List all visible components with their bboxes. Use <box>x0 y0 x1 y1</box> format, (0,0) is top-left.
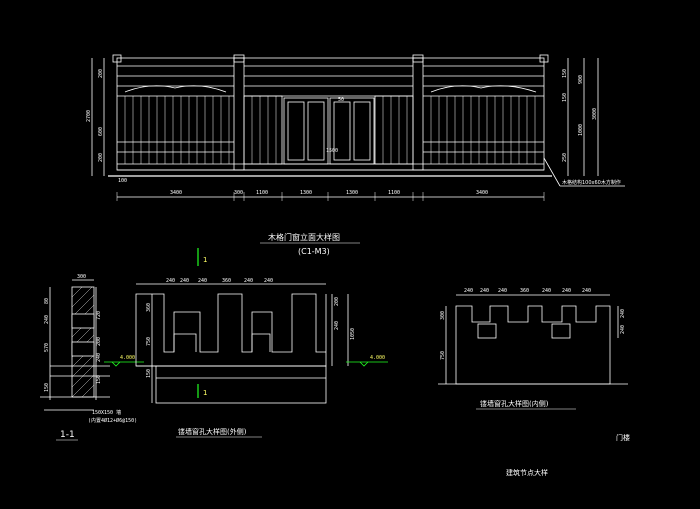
inner-right-2: 240 <box>620 325 626 334</box>
outer-wall-view <box>135 283 349 404</box>
inner-right-1: 240 <box>620 309 626 318</box>
dim-right-5: 250 <box>562 153 568 162</box>
dim-right-3: 150 <box>562 93 568 102</box>
inner-top-2: 240 <box>480 288 489 294</box>
left-arch-rail <box>124 85 227 93</box>
right-arch-rail <box>430 85 537 93</box>
dim-top-4: 1300 <box>300 190 312 196</box>
section-label: 1-1 <box>60 430 75 440</box>
leader-note: 木格结构100x60木方制作 <box>562 179 621 186</box>
cut-mark-top: 1 <box>203 256 207 264</box>
section-dim-mid-1: 720 <box>96 311 102 320</box>
level-mark-left: 4.000 <box>104 355 144 367</box>
level-mark-right: 4.000 <box>346 355 388 367</box>
side-lite-left <box>243 95 283 165</box>
elevation-dims-text: 3400 300 1100 1300 1300 1100 3400 200 27… <box>86 69 621 256</box>
outer-left-3: 150 <box>146 369 152 378</box>
dim-right-2: 900 <box>578 75 584 84</box>
leader-line <box>543 157 561 187</box>
level-value-left: 4.000 <box>120 355 135 361</box>
outer-top-4: 360 <box>222 278 231 284</box>
cut-mark-bottom: 1 <box>203 389 207 397</box>
inner-wall-view <box>438 294 628 385</box>
door-leaf-left <box>283 97 329 165</box>
dim-left-1: 200 <box>98 69 104 78</box>
dim-top-5: 1300 <box>346 190 358 196</box>
inner-top-1: 240 <box>464 288 473 294</box>
right-panel-slats <box>430 96 536 164</box>
door-gap: 50 <box>338 97 344 103</box>
outer-top-6: 240 <box>264 278 273 284</box>
dim-top-6: 1100 <box>388 190 400 196</box>
door-mark: 1500 <box>326 148 338 154</box>
outer-right-1: 200 <box>334 297 340 306</box>
dim-left-2: 2700 <box>86 110 92 122</box>
outer-wall-profile <box>135 293 327 367</box>
outer-footing <box>155 365 327 404</box>
rebar-note-1: 150X150 墙 <box>92 409 121 416</box>
dim-right-6: 3000 <box>592 108 598 120</box>
outer-left-1: 360 <box>146 303 152 312</box>
dim-top-1: 3400 <box>170 190 182 196</box>
section-dim-left-2: 240 <box>44 315 50 324</box>
outer-title: 镂墙窗孔大样图(外侧) <box>178 427 247 436</box>
elevation-title: 木格门窗立面大样图 <box>268 232 340 242</box>
section-dim-left-1: 80 <box>44 298 50 304</box>
outer-right-2: 240 <box>334 321 340 330</box>
side-lite-right <box>374 95 414 165</box>
section-dim-left-3: 570 <box>44 343 50 352</box>
sheet-title: 建筑节点大样 <box>506 468 548 477</box>
rebar-note-2: (内置4Ø12+Ø6@150) <box>88 417 137 424</box>
dim-left-4: 200 <box>98 153 104 162</box>
dim-left-5: 100 <box>118 178 127 184</box>
left-panel-slats <box>124 96 230 164</box>
corner-note: 门楼 <box>616 433 630 442</box>
section-dim-mid-2: 200 <box>96 337 102 346</box>
outer-top-3: 240 <box>198 278 207 284</box>
dim-top-2: 300 <box>234 190 243 196</box>
column-left <box>233 57 245 171</box>
elevation-code: (C1-M3) <box>298 247 330 256</box>
outer-top-1: 240 <box>166 278 175 284</box>
dim-left-3: 600 <box>98 127 104 136</box>
door-leaf-right <box>329 97 375 165</box>
inner-top-3: 240 <box>498 288 507 294</box>
outer-top-2: 240 <box>180 278 189 284</box>
inner-top-6: 240 <box>562 288 571 294</box>
section-1-1 <box>40 279 110 411</box>
inner-left-1: 300 <box>440 311 446 320</box>
inner-top-5: 240 <box>542 288 551 294</box>
inner-left-2: 750 <box>440 351 446 360</box>
inner-top-4: 360 <box>520 288 529 294</box>
section-dim-mid-4: 150 <box>96 375 102 384</box>
outer-top-5: 240 <box>244 278 253 284</box>
level-value-right: 4.000 <box>370 355 385 361</box>
inner-title: 镂墙窗孔大样图(内侧) <box>480 399 549 408</box>
dim-right-1: 150 <box>562 69 568 78</box>
dim-right-4: 1000 <box>578 124 584 136</box>
elevation-view <box>91 54 625 201</box>
section-dim-left-4: 150 <box>44 383 50 392</box>
outer-left-2: 750 <box>146 337 152 346</box>
inner-hole-left <box>477 323 497 339</box>
outer-right-3: 1050 <box>350 328 356 340</box>
inner-wall-profile <box>455 305 611 385</box>
dim-top-3: 1100 <box>256 190 268 196</box>
section-dim-mid-3: 240 <box>96 353 102 362</box>
inner-hole-right <box>551 323 571 339</box>
section-dim-top: 300 <box>77 274 86 280</box>
inner-top-7: 240 <box>582 288 591 294</box>
column-right <box>412 57 424 171</box>
dim-top-7: 3400 <box>476 190 488 196</box>
